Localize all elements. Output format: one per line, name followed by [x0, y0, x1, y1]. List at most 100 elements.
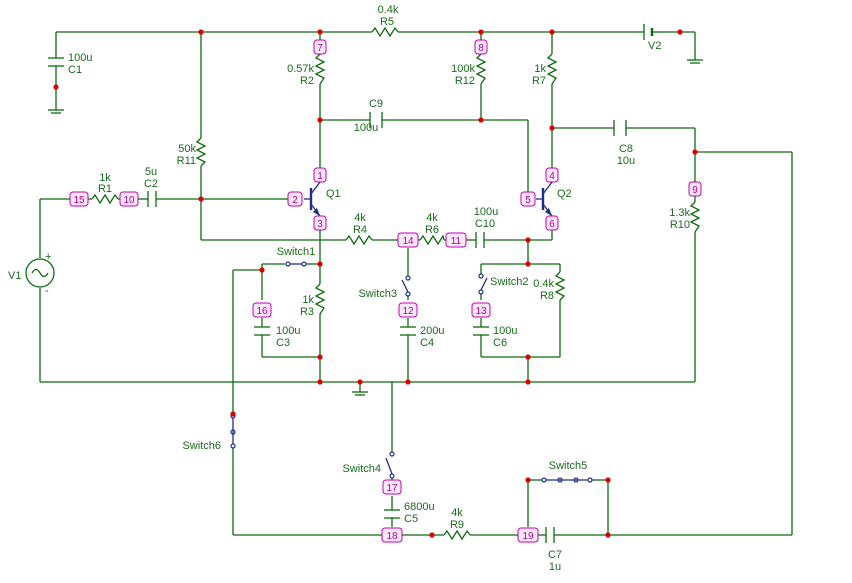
r1-ref: R1	[98, 183, 112, 195]
svg-text:4: 4	[549, 171, 555, 182]
resistors	[91, 26, 701, 541]
node-5: 5	[520, 191, 536, 207]
node-16: 16	[252, 302, 272, 318]
capacitor-C4	[400, 326, 416, 336]
wires	[39, 31, 793, 536]
node-8: 8	[474, 39, 488, 55]
r6-value: 4k	[426, 212, 438, 224]
switch4-label: Switch4	[342, 463, 381, 475]
resistor-R1	[91, 193, 119, 205]
junction-dots	[53, 29, 698, 538]
transistor-Q1	[304, 181, 321, 217]
svg-text:6: 6	[549, 219, 555, 230]
c7-ref: C7	[548, 549, 562, 561]
r10-ref: R10	[670, 219, 690, 231]
r6-ref: R6	[425, 224, 439, 236]
node-2: 2	[287, 191, 303, 207]
node-17: 17	[382, 479, 402, 495]
node-10: 10	[119, 191, 139, 207]
capacitor-C2	[147, 191, 157, 207]
r4-value: 4k	[354, 212, 366, 224]
c4-ref: C4	[420, 337, 434, 349]
c6-ref: C6	[493, 337, 507, 349]
r4-ref: R4	[353, 224, 367, 236]
resistor-R12	[475, 53, 487, 85]
node-7: 7	[313, 39, 327, 55]
r3-ref: R3	[300, 306, 314, 318]
q2-ref: Q2	[557, 188, 572, 200]
svg-text:13: 13	[475, 306, 487, 317]
c8-value: 10u	[617, 155, 635, 167]
ground-icon	[687, 59, 703, 64]
switch-Switch1[interactable]	[285, 261, 307, 267]
c2-value: 5u	[145, 166, 157, 178]
svg-text:14: 14	[402, 236, 414, 247]
svg-text:7: 7	[317, 43, 323, 54]
r11-value: 50k	[178, 143, 196, 155]
resistor-R9	[443, 529, 471, 541]
r9-value: 4k	[451, 507, 463, 519]
v1-minus: -	[45, 285, 49, 297]
svg-text:10: 10	[123, 195, 135, 206]
resistor-R2	[314, 53, 326, 85]
svg-text:9: 9	[692, 185, 698, 196]
node-13: 13	[471, 302, 491, 318]
r2-ref: R2	[300, 75, 314, 87]
q1-ref: Q1	[326, 188, 341, 200]
capacitors	[48, 57, 627, 543]
svg-text:8: 8	[478, 43, 484, 54]
c9-ref: C9	[369, 98, 383, 110]
svg-text:17: 17	[386, 483, 398, 494]
switch5-label: Switch5	[549, 460, 588, 472]
node-19: 19	[517, 527, 539, 543]
r11-ref: R11	[177, 155, 196, 167]
node-1: 1	[313, 167, 327, 183]
c3-value: 100u	[276, 325, 300, 337]
svg-text:3: 3	[317, 219, 323, 230]
resistor-R10	[689, 201, 701, 233]
svg-text:12: 12	[402, 306, 414, 317]
v2-ref: V2	[648, 40, 661, 52]
c9-value: 100u	[354, 122, 378, 134]
resistor-R11	[195, 137, 207, 167]
switch-Switch5[interactable]	[541, 477, 593, 483]
capacitor-C7	[545, 527, 555, 543]
switch-Switch6[interactable]	[230, 413, 236, 449]
c3-ref: C3	[276, 337, 290, 349]
r12-value: 100k	[451, 63, 475, 75]
resistor-R7	[546, 53, 558, 85]
c4-value: 200u	[420, 325, 444, 337]
switch2-label: Switch2	[490, 276, 529, 288]
r5-ref: R5	[380, 16, 394, 28]
switch1-label: Switch1	[277, 246, 316, 258]
resistor-R6	[419, 234, 445, 246]
c10-ref: C10	[475, 218, 495, 230]
source-V1	[25, 258, 55, 288]
r2-value: 0.57k	[287, 63, 314, 75]
r9-ref: R9	[450, 519, 464, 531]
c7-value: 1u	[549, 561, 561, 573]
svg-text:5: 5	[525, 195, 531, 206]
resistor-R5	[371, 26, 399, 38]
node-12: 12	[398, 302, 418, 318]
svg-text:2: 2	[292, 195, 298, 206]
r1-value: 1k	[99, 172, 111, 184]
capacitor-C1	[48, 57, 64, 67]
c10-value: 100u	[474, 206, 498, 218]
switch-Switch4[interactable]	[385, 451, 395, 479]
r10-value: 1.3k	[669, 207, 690, 219]
r7-value: 1k	[534, 63, 546, 75]
r8-ref: R8	[540, 290, 554, 302]
r8-value: 0.4k	[533, 278, 554, 290]
transistor-Q2	[536, 181, 553, 217]
c6-value: 100u	[493, 325, 517, 337]
c5-ref: C5	[404, 513, 418, 525]
ground-icon	[352, 391, 368, 396]
c2-ref: C2	[144, 178, 158, 190]
capacitor-C5	[384, 509, 400, 519]
switch-Switch3[interactable]	[401, 275, 411, 297]
node-6: 6	[545, 215, 559, 231]
switch-Switch2[interactable]	[478, 273, 488, 295]
v1-plus: +	[45, 251, 51, 263]
